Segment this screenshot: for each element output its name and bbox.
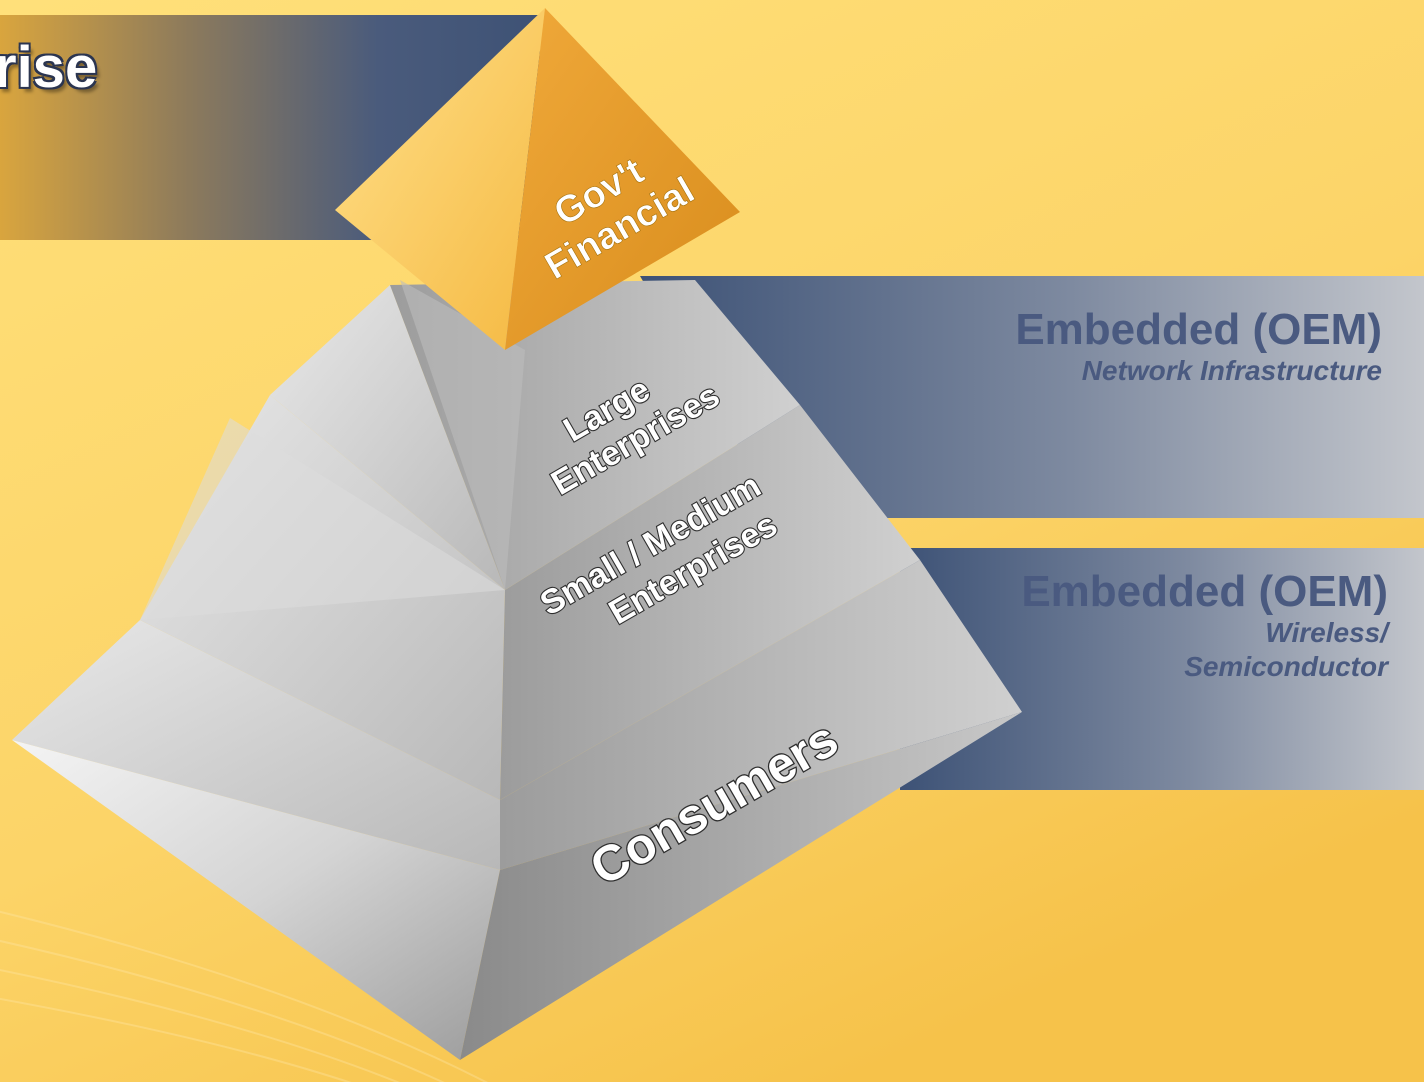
- tier-small-medium-shape: [140, 395, 920, 800]
- band-subtitle: Semiconductor: [1184, 651, 1388, 682]
- band-label-network: Embedded (OEM) Network Infrastructure: [1015, 306, 1382, 388]
- tier-large-shape: [270, 280, 800, 590]
- page-title-fragment: rise: [0, 35, 98, 100]
- background-swirls: [0, 910, 488, 1082]
- band-wireless-semiconductor: [900, 548, 1424, 790]
- band-subtitle: Wireless/: [1265, 617, 1388, 648]
- tier-apex-shape: [335, 8, 740, 350]
- band-label-wireless: Embedded (OEM) Wireless/ Semiconductor: [1021, 568, 1388, 684]
- band-title: Embedded (OEM): [1015, 305, 1382, 354]
- band-title: Embedded (OEM): [1021, 567, 1388, 616]
- band-subtitle: Network Infrastructure: [1081, 355, 1382, 386]
- tier-consumers-shape: [12, 560, 1022, 1060]
